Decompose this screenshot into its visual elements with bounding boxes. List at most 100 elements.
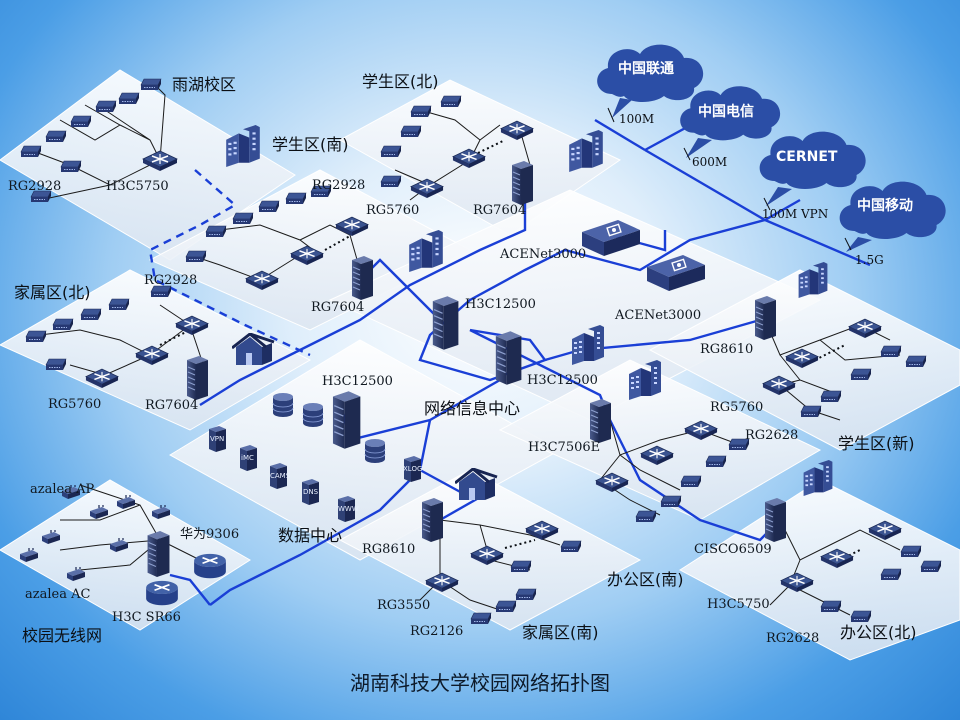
hub-icon <box>118 92 140 105</box>
hub-icon <box>440 95 462 108</box>
storage-icon <box>272 392 294 418</box>
label-h3c7506e: H3C7506E <box>528 440 600 455</box>
label-new-rg5760: RG5760 <box>710 400 763 415</box>
hub-icon <box>60 160 82 173</box>
router-icon <box>145 580 179 607</box>
label-jb-rg7604: RG7604 <box>145 398 198 413</box>
hub-icon <box>25 330 47 343</box>
hub-icon <box>850 368 872 381</box>
hub-icon <box>70 115 92 128</box>
hub-icon <box>820 390 842 403</box>
label-js-rg2126: RG2126 <box>410 624 463 639</box>
hub-icon <box>880 345 902 358</box>
label-xss-rg2928: RG2928 <box>312 178 365 193</box>
label-core-b: H3C12500 <box>527 373 598 388</box>
label-jb-rg5760: RG5760 <box>48 397 101 412</box>
cloud-mobile: 中国移动 <box>839 181 946 252</box>
hub-icon <box>95 100 117 113</box>
hub-icon <box>45 130 67 143</box>
hub-icon <box>258 200 280 213</box>
backbone-links <box>169 118 871 606</box>
label-azalea-ap: azalea AP <box>30 482 94 497</box>
imc-label: iMC <box>241 454 254 462</box>
hub-icon <box>400 125 422 138</box>
zone-labels: 雨湖校区 学生区(北) 学生区(南) 家属区(北) 学生区(新) 数据中心 网络… <box>14 72 917 645</box>
label-xss-rg7604: RG7604 <box>311 300 364 315</box>
bandwidth-ticks <box>607 107 852 251</box>
plate-wireless <box>0 479 251 631</box>
hub-icon <box>635 510 657 523</box>
hub-icon <box>510 560 532 573</box>
hub-icon <box>920 560 942 573</box>
rack-icon <box>764 497 787 543</box>
diagram-title: 湖南科技大学校园网络拓扑图 <box>350 671 610 695</box>
zone-family-north: 家属区(北) <box>14 283 91 302</box>
label-acenet-a: ACENet3000 <box>499 247 586 262</box>
rack-icon <box>589 398 612 444</box>
cloud-telecom-label: 中国电信 <box>698 103 754 120</box>
rack-icon <box>511 160 534 206</box>
hub-icon <box>470 612 492 625</box>
zone-student-south: 学生区(南) <box>272 135 349 154</box>
hub-icon <box>560 540 582 553</box>
zone-yuhu: 雨湖校区 <box>172 75 236 94</box>
core-rack-icon <box>432 295 460 351</box>
label-h3c-sr66: H3C SR66 <box>112 610 181 625</box>
hub-icon <box>45 358 67 371</box>
hub-icon <box>205 225 227 238</box>
hub-icon <box>285 192 307 205</box>
zone-wireless: 校园无线网 <box>22 626 102 645</box>
hub-icon <box>905 355 927 368</box>
zone-student-new: 学生区(新) <box>838 434 915 453</box>
hub-icon <box>495 600 517 613</box>
cloud-unicom-label: 中国联通 <box>618 60 674 77</box>
dc-icon-labels: VPN iMC CAMS DNS WWW XLOG <box>210 435 422 513</box>
label-cisco6509: CISCO6509 <box>694 542 772 557</box>
hub-icon <box>705 455 727 468</box>
label-js-rg3550: RG3550 <box>377 598 430 613</box>
label-on-h3c5750: H3C5750 <box>707 597 770 612</box>
hub-icon <box>850 610 872 623</box>
label-new-rg8610: RG8610 <box>700 342 753 357</box>
label-xsn-rg5760: RG5760 <box>366 203 419 218</box>
hub-icon <box>660 495 682 508</box>
zone-office-north: 办公区(北) <box>840 623 917 642</box>
rack-icon <box>186 355 209 401</box>
cloud-unicom: 中国联通 <box>597 44 704 118</box>
vpn-label: VPN <box>210 435 224 443</box>
cloud-cernet: CERNET <box>759 131 866 206</box>
storage-icon <box>302 402 324 428</box>
dashed-link-yuhu <box>148 169 311 357</box>
hub-icon <box>515 588 537 601</box>
hub-icon <box>185 250 207 263</box>
isp-clouds: 中国联通 中国电信 CERNET 中国移动 <box>597 44 946 252</box>
hub-icon <box>900 545 922 558</box>
label-jb-rg2928: RG2928 <box>144 273 197 288</box>
cloud-cernet-label: CERNET <box>776 149 838 165</box>
hub-icon <box>232 212 254 225</box>
hub-icon <box>80 308 102 321</box>
label-xsn-rg7604: RG7604 <box>473 203 526 218</box>
hub-icon <box>380 145 402 158</box>
label-new-rg2628: RG2628 <box>745 428 798 443</box>
hub-icon <box>680 475 702 488</box>
bandwidth-mobile: 1.5G <box>855 253 884 267</box>
hub-icon <box>800 405 822 418</box>
zone-office-south: 办公区(南) <box>607 570 684 589</box>
bandwidth-cernet: 100M VPN <box>762 207 828 221</box>
www-label: WWW <box>338 505 359 513</box>
hub-icon <box>380 175 402 188</box>
bandwidth-telecom: 600M <box>692 155 727 169</box>
hub-icon <box>820 600 842 613</box>
hub-icon <box>140 78 162 91</box>
cloud-telecom: 中国电信 <box>680 86 781 158</box>
label-dc-core: H3C12500 <box>322 374 393 389</box>
label-azalea-ac: azalea AC <box>25 587 90 602</box>
label-huawei9306: 华为9306 <box>180 527 239 542</box>
dns-label: DNS <box>303 488 319 496</box>
router-icon <box>193 553 227 580</box>
cloud-mobile-label: 中国移动 <box>857 197 913 214</box>
hub-icon <box>20 145 42 158</box>
core-rack-icon <box>495 330 523 386</box>
dc-core-rack-icon <box>332 390 362 450</box>
